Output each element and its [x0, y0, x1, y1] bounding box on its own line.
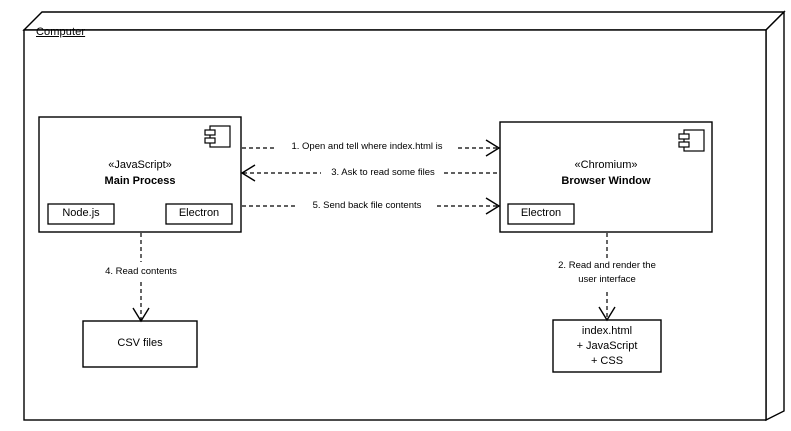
component-icon	[678, 129, 705, 152]
node-main-process[interactable]	[38, 116, 242, 233]
package-right-face	[765, 10, 785, 422]
artifact-csv-files-label: CSV files	[117, 337, 163, 349]
edge-2-read-and-render	[598, 233, 616, 322]
package-top-face	[22, 11, 786, 31]
artifact-electron-renderer-label: Electron	[520, 207, 562, 219]
browser-window-stereotype: «Chromium»	[574, 159, 638, 171]
edge-3-ask-to-read	[240, 164, 499, 182]
artifact-index-html-line-2: + JavaScript	[576, 340, 638, 352]
edge-1-arrowhead	[485, 139, 501, 157]
edge-5-arrowhead	[485, 197, 501, 215]
edge-5-label: 5. Send back file contents	[310, 200, 424, 212]
artifact-electron-main-box[interactable]	[165, 203, 233, 225]
edge-1-open-and-tell	[242, 139, 501, 157]
edge-3-label: 3. Ask to read some files	[329, 167, 437, 179]
artifact-csv-files-box[interactable]	[82, 320, 198, 368]
artifact-electron-main-label: Electron	[178, 207, 220, 219]
edge-2-label-line-1: 2. Read and render the	[558, 260, 656, 271]
main-process-stereotype: «JavaScript»	[108, 159, 172, 171]
browser-window-title: Browser Window	[561, 175, 651, 187]
component-icon	[204, 125, 231, 148]
artifact-index-html-line-3: + CSS	[590, 355, 624, 367]
package-name-label: Computer	[36, 26, 86, 38]
artifact-node-js-box[interactable]	[47, 203, 115, 225]
node-browser-window[interactable]	[499, 121, 713, 233]
artifact-index-html-box[interactable]	[552, 319, 662, 373]
edge-5-send-back-contents	[242, 197, 501, 215]
edge-4-arrowhead	[132, 307, 150, 323]
edge-4-read-contents	[132, 233, 150, 323]
edge-4-label: 4. Read contents	[105, 266, 177, 277]
artifact-electron-renderer-box[interactable]	[507, 203, 575, 225]
artifact-node-js-label: Node.js	[62, 207, 100, 219]
artifact-index-html-line-1: index.html	[581, 325, 633, 337]
edge-1-label: 1. Open and tell where index.html is	[289, 141, 445, 153]
edge-2-arrowhead	[598, 306, 616, 322]
edge-3-arrowhead	[240, 164, 256, 182]
edge-2-label-line-2: user interface	[578, 274, 636, 285]
main-process-title: Main Process	[104, 175, 176, 187]
